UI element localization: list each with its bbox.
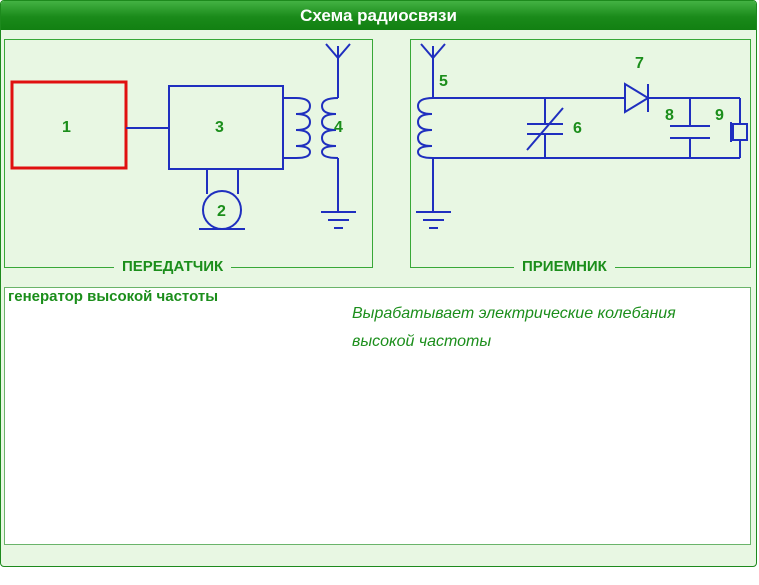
component-label-4: 4	[334, 119, 343, 136]
window-title: Схема радиосвязи	[1, 1, 756, 30]
receiver-panel	[410, 39, 751, 268]
component-label-6: 6	[573, 120, 582, 137]
receiver-antenna-arm-left	[420, 43, 434, 59]
diode-7[interactable]	[624, 82, 650, 114]
transmitter-antenna-arm-right	[337, 43, 351, 59]
transmitter-panel	[4, 39, 373, 268]
receiver-coil-5[interactable]	[416, 97, 434, 159]
component-label-8: 8	[665, 107, 674, 124]
component-label-3: 3	[215, 119, 224, 136]
transmitter-label: ПЕРЕДАТЧИК	[114, 258, 232, 275]
transmitter-primary-coil	[283, 97, 312, 159]
component-label-1: 1	[62, 119, 71, 136]
antenna-coil-4[interactable]	[320, 97, 339, 159]
block-1-highlighted[interactable]	[10, 80, 128, 170]
receiver-label: ПРИЕМНИК	[514, 258, 615, 275]
component-label-7: 7	[635, 55, 644, 72]
generator-title: генератор высокой частоты	[8, 288, 219, 305]
component-label-9: 9	[715, 107, 724, 124]
capacitor-6-tuning-arrow[interactable]	[526, 107, 564, 151]
generator-info-panel	[4, 287, 751, 545]
component-label-2: 2	[217, 203, 226, 220]
generator-description: Вырабатывает электрические колебания выс…	[352, 305, 676, 350]
block-3[interactable]	[168, 85, 284, 170]
receiver-antenna-arm-right	[432, 43, 446, 59]
transmitter-antenna-arm-left	[325, 43, 339, 59]
headphone-9[interactable]	[732, 123, 748, 141]
component-label-5: 5	[439, 73, 448, 90]
